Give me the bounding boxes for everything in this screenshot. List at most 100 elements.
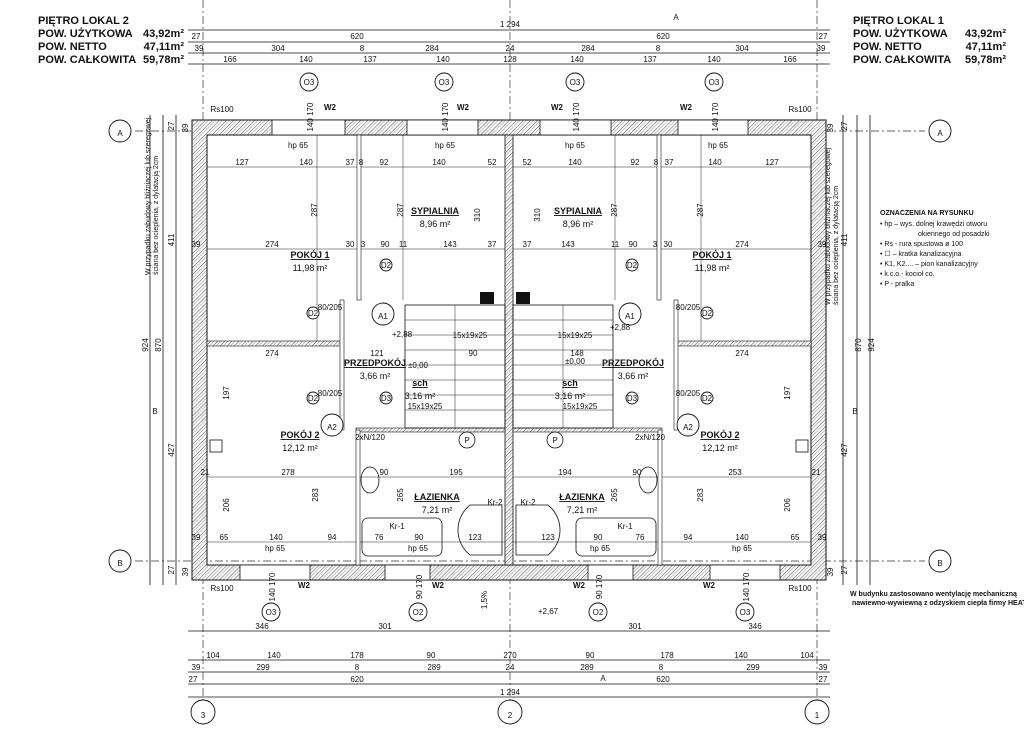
axis-label: A <box>937 129 943 138</box>
dimension-label: 1 294 <box>500 688 521 697</box>
area-value: 47,11m² <box>144 41 185 53</box>
dimension-label: 37 <box>488 240 497 249</box>
sill-height: hp 65 <box>708 141 729 150</box>
section-mark: B <box>152 407 157 416</box>
window-tag <box>704 72 724 92</box>
dimension-label: 270 <box>503 651 517 660</box>
annotation: P <box>552 436 557 445</box>
dimension-label: 11 <box>399 240 408 249</box>
room-area: 7,21 m² <box>422 505 453 515</box>
dimension-label: 411 <box>840 233 849 246</box>
dimension-label: 27 <box>192 32 201 41</box>
walls <box>191 119 827 581</box>
dimension-label: 274 <box>265 240 279 249</box>
dimension-label: 620 <box>656 32 670 41</box>
window-tag <box>565 72 585 92</box>
window-height: 140 170 <box>306 102 315 131</box>
dimension-label: 140 <box>267 651 281 660</box>
sill-height: hp 65 <box>265 544 286 553</box>
dimension-label: 140 <box>568 158 582 167</box>
room-area: 7,21 m² <box>567 505 598 515</box>
dimension-label: 265 <box>396 488 405 502</box>
dimension-label: 27 <box>819 675 828 684</box>
dimension-label: 137 <box>643 55 657 64</box>
window-type: W2 <box>324 103 337 112</box>
dimension-label: 8 <box>359 158 364 167</box>
dimension-label: 123 <box>468 533 482 542</box>
dimension-label: 27 <box>840 565 849 574</box>
annotation: Kr-1 <box>389 522 405 531</box>
dimension-label: 52 <box>488 158 497 167</box>
annotation: Kr-2 <box>520 498 536 507</box>
annotation: 1,5% <box>480 591 489 609</box>
dimension-label: 299 <box>256 663 270 672</box>
dimension-label: 90 <box>380 468 389 477</box>
dimension-label: 310 <box>473 208 482 222</box>
dimension-label: 620 <box>656 675 670 684</box>
sill-height: hp 65 <box>408 544 429 553</box>
room-area: 3,16 m² <box>405 391 436 401</box>
dimension-label: 346 <box>255 622 269 631</box>
dimension-label: 24 <box>506 44 515 53</box>
legend-item: • K1, K2.... – pion kanalizacyjny <box>880 261 978 268</box>
dimension-label: 304 <box>735 44 749 53</box>
room-name: POKÓJ 2 <box>280 429 319 440</box>
dimension-label: 8 <box>656 44 661 53</box>
room-area: 11,98 m² <box>695 263 730 273</box>
dimension-label: 143 <box>443 240 457 249</box>
door-size: 80/205 <box>318 389 343 398</box>
door-size: 80/205 <box>676 303 701 312</box>
dimension-label: 287 <box>310 203 319 217</box>
room-area: 3,66 m² <box>360 371 391 381</box>
annotation: 15x19x25 <box>563 402 598 411</box>
door-tag-label: D2 <box>308 309 319 318</box>
unit-title: PIĘTRO LOKAL 2 <box>38 15 129 27</box>
room-name: POKÓJ 1 <box>692 249 731 260</box>
dimension-label: 870 <box>854 338 863 352</box>
zone-tag <box>618 302 642 326</box>
door-tag <box>379 258 393 272</box>
room-name: SYPIALNIA <box>411 206 460 216</box>
zone-tag <box>320 413 344 437</box>
door-tag <box>625 391 639 405</box>
area-value: 59,78m² <box>965 54 1006 66</box>
dimension-label: 90 <box>633 468 642 477</box>
dimension-label: 52 <box>523 158 532 167</box>
window-tag-label: O3 <box>304 78 315 87</box>
dimension-label: 24 <box>506 663 515 672</box>
dimension-label: 289 <box>427 663 441 672</box>
area-label: POW. UŻYTKOWA <box>853 27 948 40</box>
dimension-label: 27 <box>189 675 198 684</box>
dimension-label: 90 <box>469 349 478 358</box>
legend-item: • ☐ – kratka kanalizacyjna <box>880 250 962 258</box>
window-height: 140 170 <box>742 572 751 601</box>
window-tag <box>434 72 454 92</box>
dimension-label: 94 <box>328 533 337 542</box>
dimension-label: 3 <box>653 240 658 249</box>
windows <box>239 119 781 581</box>
dimension-label: 620 <box>350 675 364 684</box>
dimension-label: 39 <box>195 44 204 53</box>
dimension-label: 265 <box>610 488 619 502</box>
dimension-label: 197 <box>222 386 231 400</box>
window-tag-label: O2 <box>593 608 604 617</box>
window-tag-label: O3 <box>709 78 720 87</box>
dimension-label: 284 <box>425 44 439 53</box>
dimension-label: 11 <box>611 240 620 249</box>
dimension-label: 140 <box>707 55 721 64</box>
dimension-label: 27 <box>840 121 849 130</box>
sill-height: hp 65 <box>435 141 456 150</box>
dimension-label: 8 <box>654 158 659 167</box>
dimension-label: 39 <box>826 123 835 132</box>
room-name: ŁAZIENKA <box>559 492 605 502</box>
sill-height: hp 65 <box>288 141 309 150</box>
dimension-label: 197 <box>783 386 792 400</box>
room-name: POKÓJ 2 <box>700 429 739 440</box>
window-tag-label: O3 <box>740 608 751 617</box>
annotation: 15x19x25 <box>408 402 443 411</box>
zone-label: A1 <box>625 312 635 321</box>
window-height: 90 170 <box>595 574 604 599</box>
dimension-label: 411 <box>167 233 176 246</box>
dimension-label: 140 <box>432 158 446 167</box>
dimension-label: 90 <box>594 533 603 542</box>
